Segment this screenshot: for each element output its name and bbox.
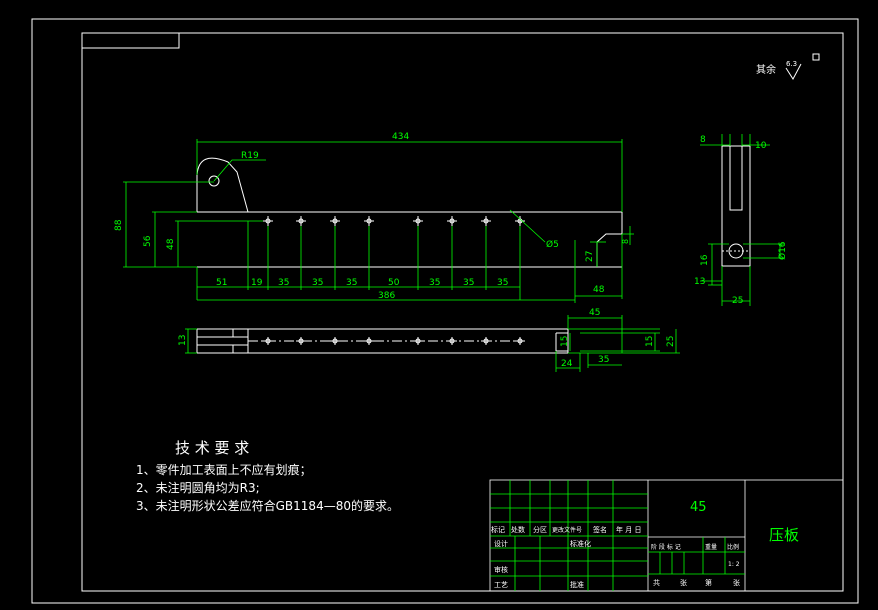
header-signature: 签名 — [593, 525, 607, 534]
material-value: 45 — [690, 500, 707, 515]
hole-mark — [263, 216, 273, 226]
bottom-view-holes — [263, 337, 525, 345]
bottom-view-dimension-text: 13 45 15 15 25 24 35 — [178, 308, 676, 369]
role-review: 审核 — [494, 565, 508, 574]
label-sheet-b: 张 — [733, 578, 740, 587]
inner-border — [81, 32, 844, 592]
dim-bottom-24: 24 — [561, 359, 573, 369]
header-date: 年 月 日 — [616, 525, 641, 534]
tech-req-item-1: 1、零件加工表面上不应有划痕； — [136, 462, 312, 477]
dim-span-35e: 35 — [463, 278, 474, 288]
dim-hole-dia: Ø5 — [546, 239, 559, 250]
label-sheet-a: 张 — [680, 578, 687, 587]
outer-border — [31, 18, 859, 604]
dim-bottom-35: 35 — [598, 355, 609, 365]
hole-mark — [447, 337, 457, 345]
surface-finish-value: 6.3 — [786, 60, 797, 68]
dim-side-13: 13 — [694, 277, 705, 287]
hole-mark — [364, 216, 374, 226]
dim-span-51: 51 — [216, 278, 227, 288]
hole-mark — [263, 337, 273, 345]
part-name: 压板 — [769, 526, 799, 544]
dim-bottom-45: 45 — [589, 308, 600, 318]
dim-total-386: 386 — [378, 291, 395, 301]
hole-mark — [447, 216, 457, 226]
side-view-outline — [721, 145, 751, 267]
tech-req-title: 技 术 要 求 — [175, 439, 249, 457]
dim-span-35c: 35 — [346, 278, 357, 288]
front-view-outline — [196, 157, 623, 268]
dim-side-25: 25 — [732, 296, 743, 306]
top-left-code-box — [81, 32, 180, 49]
header-change-doc: 更改文件号 — [552, 526, 582, 534]
hole-mark — [481, 216, 491, 226]
front-view-dimension-text: 434 R19 88 56 48 Ø5 8 27 48 51 19 35 35 … — [114, 132, 630, 301]
header-mark: 标记 — [491, 525, 505, 534]
role-design: 设计 — [494, 539, 508, 548]
hole-mark — [515, 337, 525, 345]
dim-span-35d: 35 — [429, 278, 440, 288]
bottom-view-dimension-lines — [185, 315, 680, 372]
dim-overall-length: 434 — [392, 132, 409, 142]
dim-span-35f: 35 — [497, 278, 508, 288]
label-total: 共 — [653, 578, 660, 587]
dim-side-dia16: Ø16 — [777, 241, 788, 260]
dim-side-16: 16 — [700, 254, 710, 266]
dim-bottom-15b: 15 — [645, 336, 655, 347]
front-view-holes — [263, 216, 525, 226]
header-count: 处数 — [511, 525, 525, 534]
tech-req-item-3: 3、未注明形状公差应符合GB1184—80的要求。 — [136, 498, 399, 513]
dim-side-8: 8 — [700, 135, 706, 145]
side-view-dimension-text: 8 10 16 13 25 Ø16 — [694, 135, 788, 306]
label-stage-mark: 阶 段 标 记 — [651, 543, 681, 551]
drawing-frame — [31, 18, 859, 604]
dim-drop-27: 27 — [585, 251, 595, 262]
header-zone: 分区 — [533, 525, 547, 534]
title-block-text: 45 压板 1: 2 标记 处数 分区 更改文件号 签名 年 月 日 设计 审核… — [491, 500, 799, 589]
corner-marker — [812, 53, 820, 61]
surface-finish-symbol: 其余 6.3 — [756, 60, 802, 80]
hole-mark — [481, 337, 491, 345]
front-view-dimension-lines — [123, 139, 634, 303]
hole-mark — [515, 216, 525, 226]
dim-side-10: 10 — [755, 141, 767, 151]
hole-mark — [413, 337, 423, 345]
dim-bottom-25: 25 — [666, 336, 676, 347]
dim-span-35b: 35 — [312, 278, 323, 288]
dim-span-50: 50 — [388, 278, 400, 288]
hole-mark — [364, 337, 374, 345]
dim-right-48: 48 — [593, 285, 605, 295]
dim-height-48: 48 — [166, 238, 176, 250]
finish-check-icon — [785, 63, 802, 80]
label-number: 第 — [705, 578, 712, 587]
title-block-grid — [489, 479, 844, 592]
dim-span-19: 19 — [251, 278, 263, 288]
dim-radius: R19 — [241, 151, 259, 161]
hole-mark — [330, 337, 340, 345]
scale-value: 1: 2 — [728, 561, 740, 568]
hole-mark — [330, 216, 340, 226]
dim-span-35a: 35 — [278, 278, 289, 288]
dim-height-88: 88 — [114, 219, 124, 231]
dim-height-56: 56 — [143, 235, 153, 247]
bottom-view-outline — [196, 328, 569, 354]
side-view-dimension-lines — [700, 134, 784, 306]
role-process: 工艺 — [494, 581, 508, 589]
surface-finish-label: 其余 — [756, 63, 776, 76]
hole-mark — [296, 216, 306, 226]
label-scale: 比例 — [727, 543, 739, 551]
tech-req-item-2: 2、未注明圆角均为R3; — [136, 480, 260, 495]
dim-drop-8: 8 — [621, 239, 630, 244]
label-approval: 批准 — [570, 580, 584, 589]
dim-bottom-13: 13 — [178, 335, 188, 346]
label-weight: 重量 — [705, 543, 717, 551]
hole-mark — [413, 216, 423, 226]
label-standardization: 标准化 — [570, 539, 591, 548]
dim-bottom-15a: 15 — [560, 336, 570, 347]
technical-requirements: 技 术 要 求 1、零件加工表面上不应有划痕； 2、未注明圆角均为R3; 3、未… — [136, 439, 399, 513]
hole-mark — [296, 337, 306, 345]
